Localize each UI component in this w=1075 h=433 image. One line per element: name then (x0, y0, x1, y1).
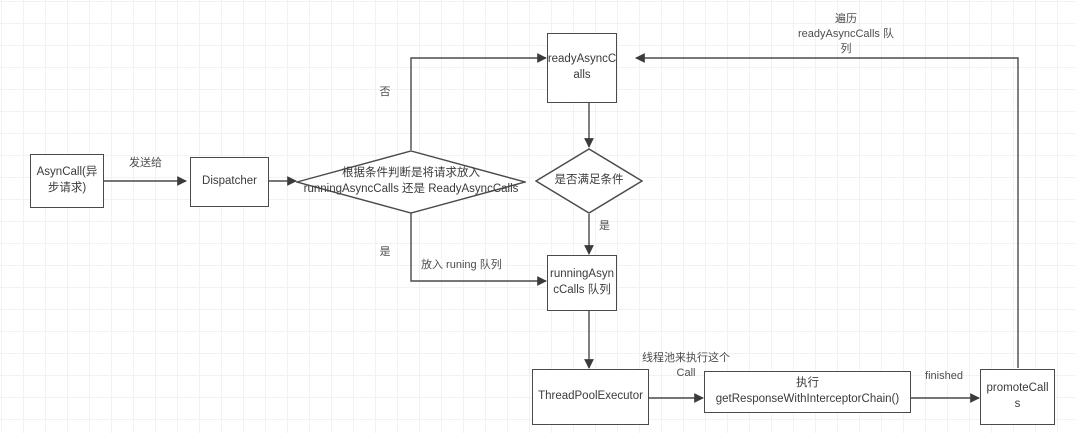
node-dispatcher-label: Dispatcher (202, 175, 257, 188)
edge-label-finished: finished (925, 370, 963, 382)
edge-promote-readyasync (635, 53, 1019, 368)
node-threadpoolexecutor[interactable]: ThreadPoolExecutor (532, 369, 649, 425)
node-asyncall[interactable]: AsynCall(异 步请求) (30, 154, 104, 208)
node-promotecalls[interactable]: promoteCall s (980, 369, 1055, 425)
node-decision2-label: 是否满足条件 (554, 174, 624, 187)
node-interceptor-chain[interactable]: 执行 getResponseWithInterceptorChain() (704, 371, 911, 413)
node-runningasynccalls[interactable]: runningAsyn cCalls 队列 (547, 255, 617, 311)
edge-label-threadpool-exec: 线程池来执行这个 Call (642, 352, 730, 379)
decision2-shape (535, 148, 643, 214)
edge-decision1-readyasync (410, 53, 547, 150)
node-decision1[interactable]: 根据条件判断是将请求放入 runningAsyncCalls 还是 ReadyA… (296, 150, 526, 214)
node-runningasynccalls-label: runningAsyn cCalls 队列 (550, 268, 614, 296)
decision1-shape (296, 150, 526, 214)
node-decision2[interactable]: 是否满足条件 (535, 148, 643, 214)
node-interceptor-chain-label: 执行 getResponseWithInterceptorChain() (715, 377, 900, 405)
node-promotecalls-label: promoteCall s (986, 382, 1049, 410)
node-readyasynccalls[interactable]: readyAsyncC alls (547, 33, 617, 103)
edge-label-send-to: 发送给 (129, 157, 162, 169)
edge-label-put-running: 放入 runing 队列 (421, 259, 502, 271)
node-threadpoolexecutor-label: ThreadPoolExecutor (538, 390, 643, 403)
node-dispatcher[interactable]: Dispatcher (190, 157, 269, 207)
edge-label-cond-yes: 是 (599, 220, 610, 232)
edge-label-branch-yes: 是 (379, 246, 391, 258)
node-decision1-label: 根据条件判断是将请求放入 runningAsyncCalls 还是 ReadyA… (303, 167, 519, 195)
node-asyncall-label: AsynCall(异 步请求) (36, 166, 98, 194)
node-readyasynccalls-label: readyAsyncC alls (547, 53, 617, 81)
edge-label-branch-no: 否 (379, 86, 391, 98)
edge-label-traverse: 遍历 readyAsyncCalls 队 列 (798, 13, 894, 55)
